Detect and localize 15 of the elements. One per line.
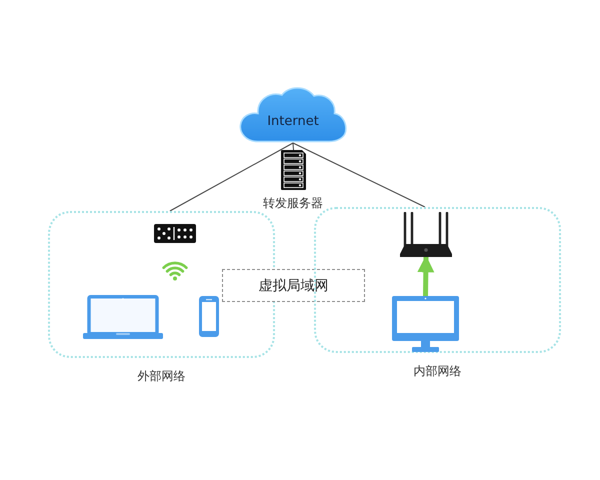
group-label: 外部网络 — [136, 368, 186, 385]
phone-icon — [199, 296, 219, 337]
group-label: 内部网络 — [412, 363, 462, 380]
monitor-icon — [392, 296, 459, 352]
wifi-icon — [161, 260, 189, 281]
router-icon — [400, 212, 452, 257]
connector-line — [292, 142, 426, 208]
switch-icon — [154, 224, 196, 243]
connector-line — [169, 142, 294, 212]
node-label: 转发服务器 — [262, 195, 324, 212]
cloud-node: Internet — [238, 85, 348, 143]
dashed-box: 虚拟局域网 — [222, 269, 365, 302]
server-icon — [281, 150, 306, 190]
connector-line — [292, 142, 294, 150]
arrow — [417, 255, 434, 296]
